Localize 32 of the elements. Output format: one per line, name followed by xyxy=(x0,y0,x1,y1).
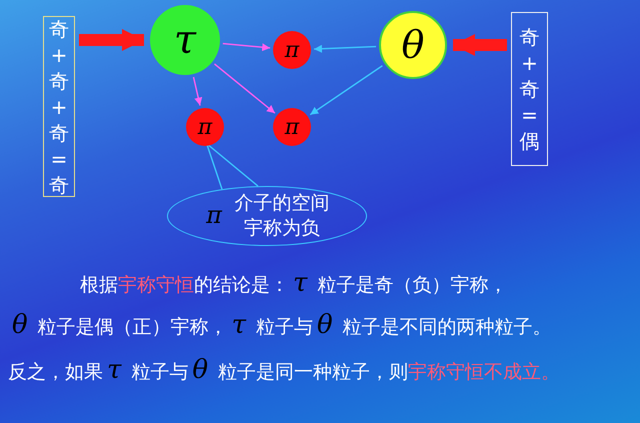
arrow xyxy=(214,63,276,114)
sentence-text: 粒子是不同的两种粒子。 xyxy=(342,316,552,338)
particle-circle: π xyxy=(273,108,311,146)
arrow xyxy=(314,44,376,53)
highlighted-text: 宇称守恒 xyxy=(118,274,194,296)
particle-circle: τ xyxy=(150,5,220,75)
sentence-text: 反之，如果 xyxy=(8,361,103,383)
sentence-text: 粒子是奇（负）宇称， xyxy=(317,274,508,296)
highlighted-text: 宇称守恒不成立。 xyxy=(408,361,560,383)
block-arrow xyxy=(79,29,144,51)
greek-letter: τ xyxy=(293,268,308,298)
equation-box: 奇+奇+奇=奇 xyxy=(43,16,75,197)
particle-circle: π xyxy=(273,31,311,69)
greek-letter: τ xyxy=(107,355,122,385)
sentence-text: 粒子与 xyxy=(131,361,188,383)
sentence-text: 根据 xyxy=(80,274,118,296)
particle-circle: π xyxy=(186,108,224,146)
callout-tail xyxy=(206,142,259,190)
arrow xyxy=(222,42,270,52)
arrow xyxy=(192,76,202,106)
arrow xyxy=(310,65,383,116)
greek-letter: θ xyxy=(317,310,333,340)
greek-letter: τ xyxy=(232,310,246,340)
sentence-text: 的结论是： xyxy=(194,274,289,296)
block-arrow xyxy=(453,34,507,56)
equation-box: 奇+奇=偶 xyxy=(511,12,548,166)
sentence-text: 粒子与 xyxy=(256,316,314,338)
particle-circle: θ xyxy=(379,11,447,79)
greek-letter: θ xyxy=(192,355,208,385)
sentence-text: 粒子是同一种粒子，则 xyxy=(218,361,408,383)
greek-letter: θ xyxy=(12,310,28,340)
sentence-text: 粒子是偶（正）宇称， xyxy=(38,316,228,338)
